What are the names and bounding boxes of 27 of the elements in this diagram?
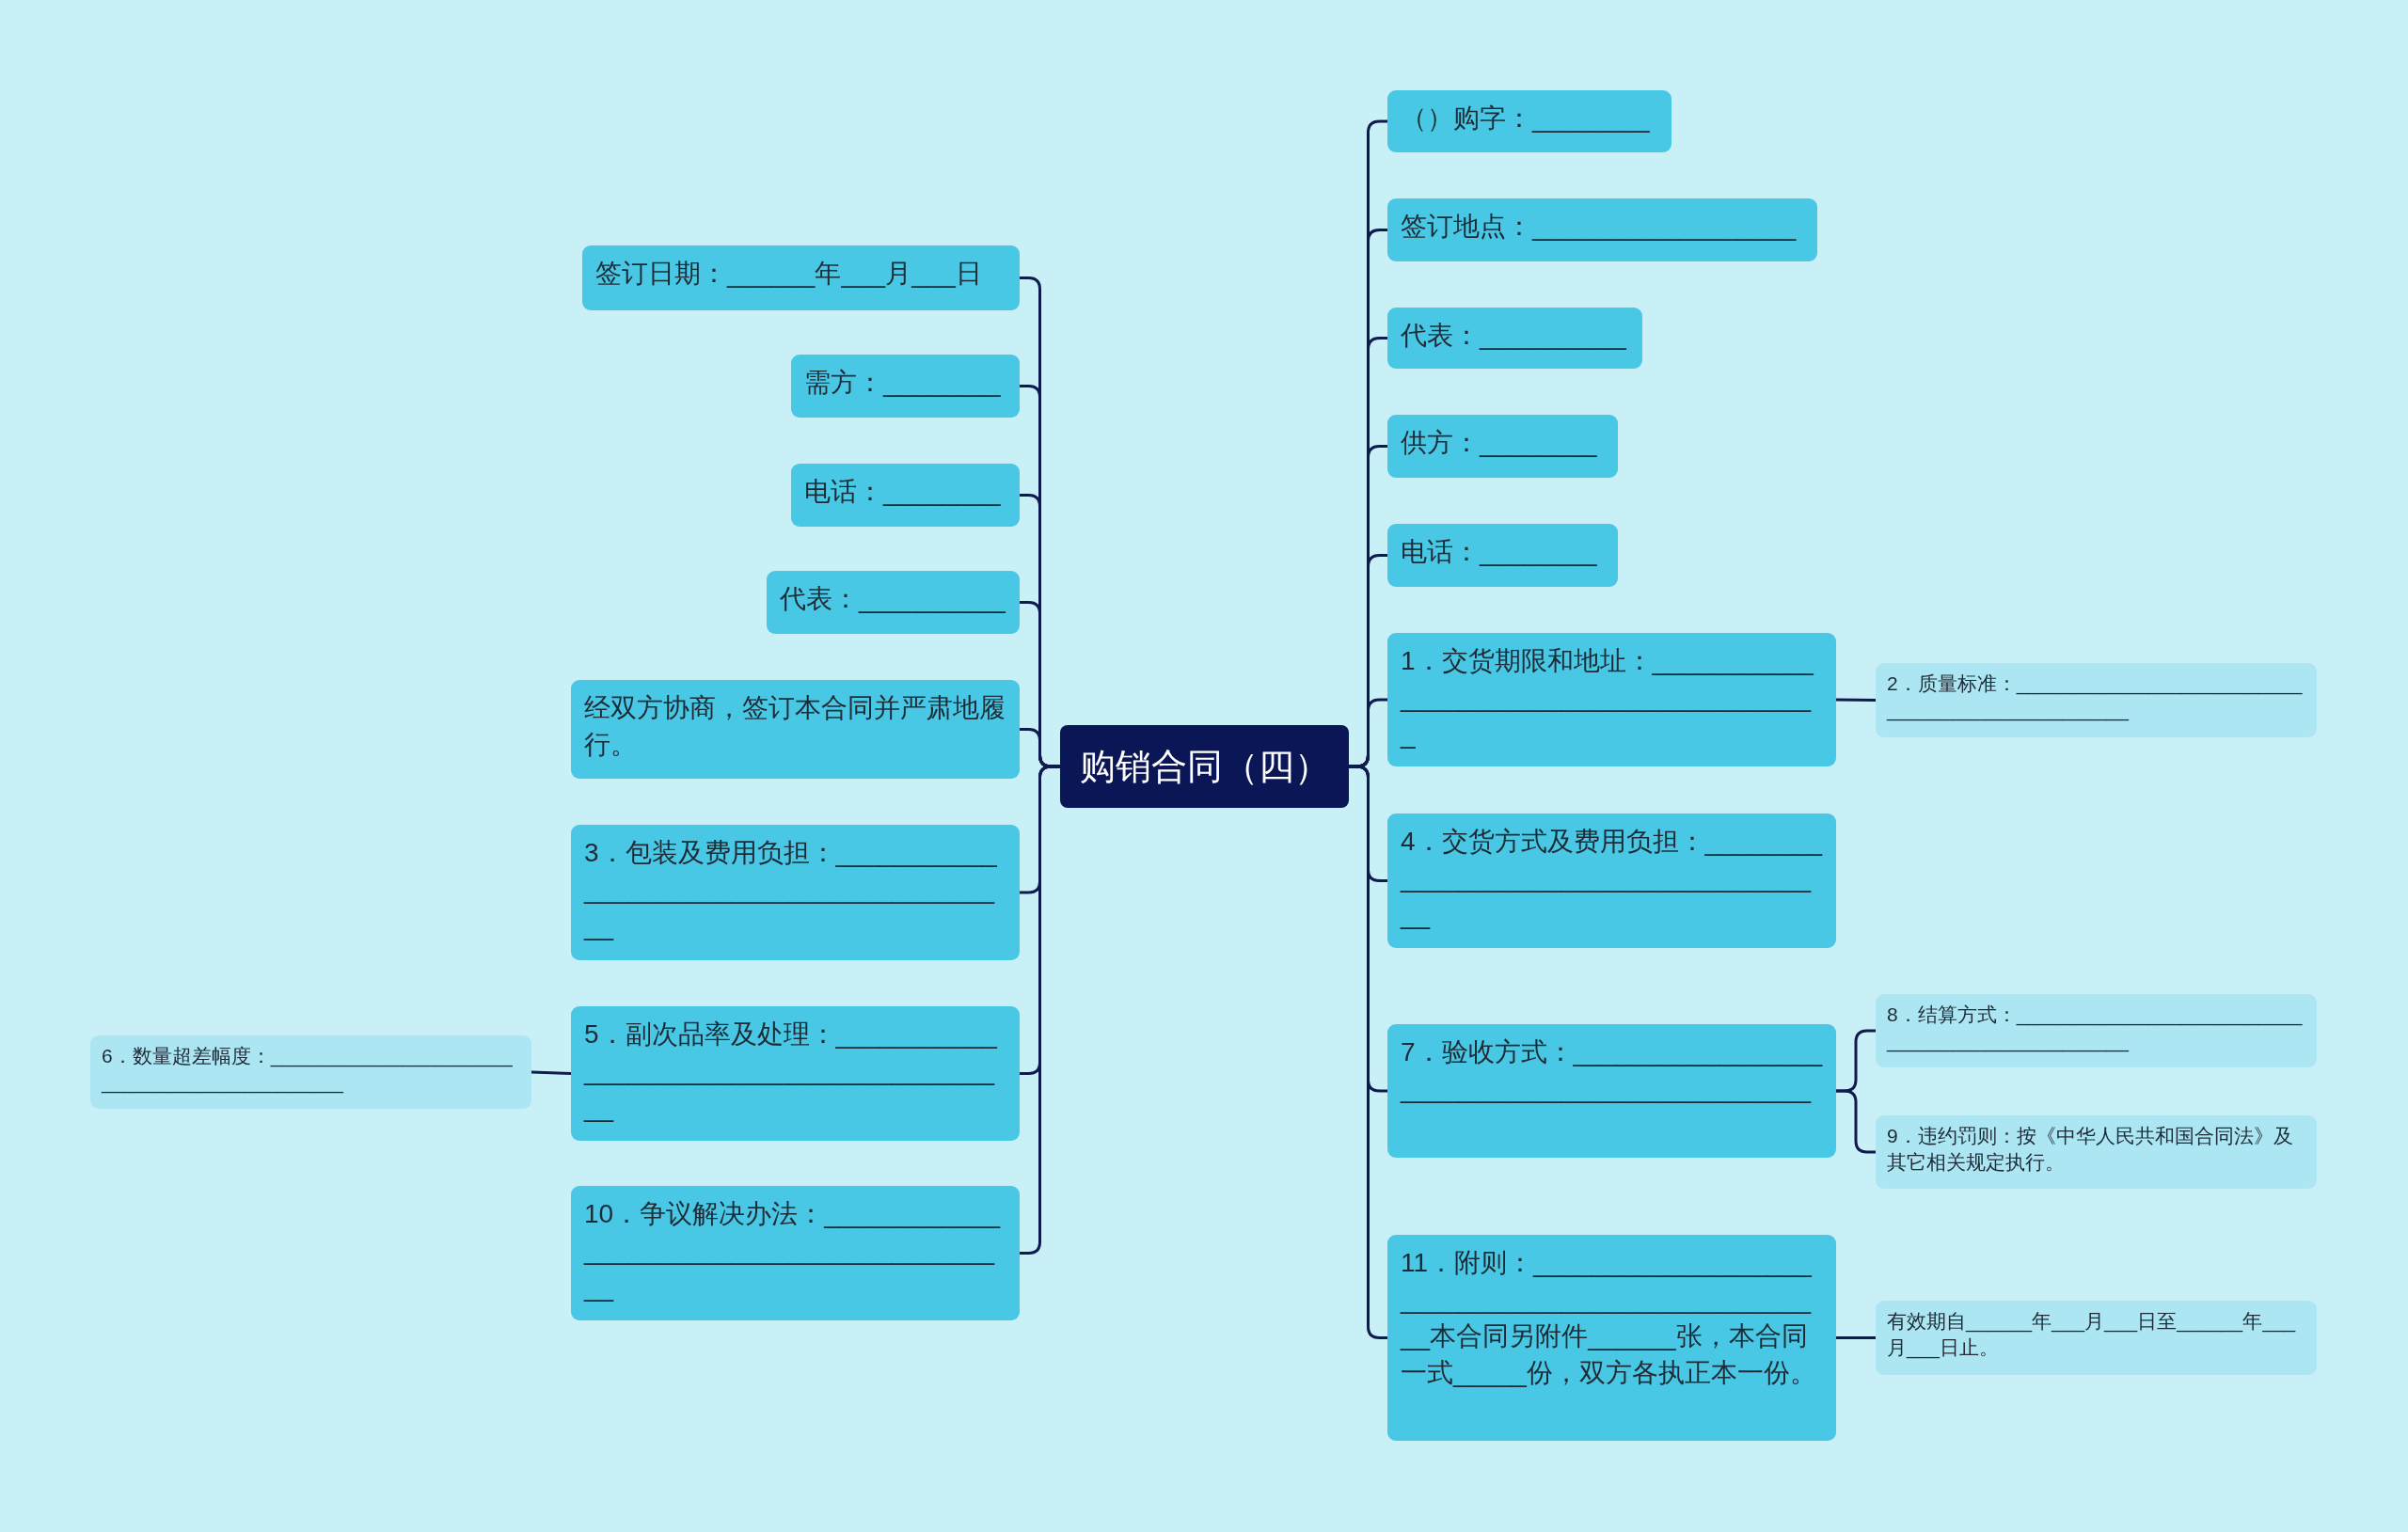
topic-box: 5．副次品率及处理：_________________________________________ xyxy=(571,1006,1020,1141)
topic-box: 电话：________ xyxy=(791,464,1020,527)
topic-box: 10．争议解决办法：__________________________________________ xyxy=(571,1186,1020,1320)
topic-box: 电话：________ xyxy=(1387,524,1618,587)
topic-box: （）购字：________ xyxy=(1387,90,1671,152)
subtopic-box: 9．违约罚则：按《中华人民共和国合同法》及其它相关规定执行。 xyxy=(1876,1115,2317,1189)
connector-line xyxy=(531,1070,572,1075)
topic-box: 供方：________ xyxy=(1387,415,1618,478)
subtopic-box: 2．质量标准：________________________________________________ xyxy=(1876,663,2317,737)
topic-box: 签订地点：__________________ xyxy=(1387,198,1817,261)
topic-box: 需方：________ xyxy=(791,355,1020,418)
connector-line xyxy=(1836,1336,1876,1339)
topic-box: 代表：__________ xyxy=(767,571,1020,634)
connector-line xyxy=(1836,698,1876,702)
central-topic-box: 购销合同（四） xyxy=(1060,725,1349,808)
topic-box: 经双方协商，签订本合同并严肃地履行。 xyxy=(571,680,1020,779)
connector-line xyxy=(1836,1089,1876,1154)
topic-box: 代表：__________ xyxy=(1387,308,1642,369)
subtopic-box: 8．结算方式：________________________________________________ xyxy=(1876,994,2317,1067)
topic-box: 7．验收方式：_____________________________________________ xyxy=(1387,1024,1836,1158)
topic-box: 1．交货期限和地址：________________________________________ xyxy=(1387,633,1836,766)
topic-box: 11．附则：_________________________________________________本合同另附件______张，本合同一式_____份，双方各执正本一份。 xyxy=(1387,1235,1836,1441)
topic-box: 4．交货方式及费用负担：______________________________________ xyxy=(1387,813,1836,948)
topic-box: 签订日期：______年___月___日 xyxy=(582,245,1020,310)
topic-box: 3．包装及费用负担：_________________________________________ xyxy=(571,825,1020,960)
subtopic-box: 有效期自______年___月___日至______年___月___日止。 xyxy=(1876,1301,2317,1375)
subtopic-box: 6．数量超差幅度：____________________________________________ xyxy=(90,1035,531,1109)
